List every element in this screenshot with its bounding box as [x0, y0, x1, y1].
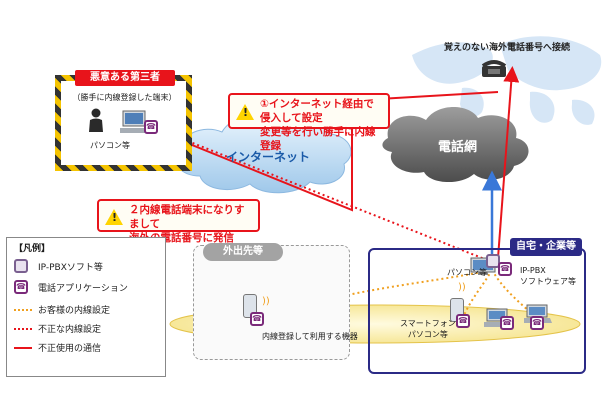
laptop-icon — [120, 110, 150, 134]
wifi-icon: )) — [262, 296, 270, 307]
phone-app-icon: ☎ — [144, 120, 158, 134]
red-arrow-icon — [14, 346, 32, 349]
legend-label: IP-PBXソフト等 — [38, 262, 103, 273]
home-office-box — [368, 248, 586, 374]
warning-icon — [236, 104, 254, 120]
pbx-software-icon — [14, 259, 28, 273]
pbx-software-icon — [486, 254, 500, 268]
malicious-pc-label: パソコン等 — [90, 141, 130, 150]
office-pc-label: パソコン等 — [447, 268, 487, 277]
phone-app-icon: ☎ — [14, 280, 28, 294]
smartphone-label-1: スマートフォン — [400, 319, 456, 328]
red-dotted-line-icon — [14, 327, 32, 330]
legend-item: 不正使用の通信 — [14, 341, 101, 354]
phone-app-icon: ☎ — [250, 312, 264, 326]
phone-network-label: 電話網 — [438, 140, 478, 155]
smartphone-label-2: パソコン等 — [407, 330, 448, 339]
home-office-label: 自宅・企業等 — [510, 238, 582, 256]
phone-app-icon: ☎ — [456, 314, 470, 328]
phone-app-icon: ☎ — [500, 316, 514, 330]
phone-app-icon: ☎ — [498, 262, 512, 276]
legend-item: 不正な内線設定 — [14, 322, 101, 335]
outside-area-box — [193, 245, 350, 360]
pbx-label-2: ソフトウェア等 — [520, 277, 576, 286]
warning-icon — [105, 209, 123, 225]
callout-1: ①インターネット経由で侵入して設定 変更等を行い勝手に内線登録 — [228, 93, 390, 152]
extension-device-label: 内線登録して利用する機器 — [262, 332, 358, 341]
world-map — [412, 36, 602, 125]
legend-label: 不正な内線設定 — [38, 325, 102, 335]
legend-label: 電話アプリケーション — [38, 283, 128, 294]
internet-label: インターネット — [226, 150, 311, 164]
callout-2: ２内線電話端末になりすまして 海外の電話番号に発信 — [97, 199, 260, 244]
orange-dotted-line-icon — [14, 308, 32, 311]
desk-phone-icon — [480, 58, 508, 78]
legend-label: 不正使用の通信 — [38, 344, 102, 354]
outside-label: 外出先等 — [203, 243, 283, 261]
callout-2-number: ２ — [129, 204, 140, 216]
legend-box — [6, 237, 166, 377]
legend-item: お客様の内線設定 — [14, 303, 110, 316]
legend-item: IP-PBXソフト等 — [14, 259, 103, 273]
malicious-party-subtitle: （勝手に内線登録した端末） — [72, 93, 177, 102]
legend-item: ☎ 電話アプリケーション — [14, 280, 128, 294]
phone-network-cloud — [382, 107, 529, 183]
callout-1-line1: インターネット経由で侵入して設定 — [260, 98, 374, 124]
phone-app-icon: ☎ — [530, 316, 544, 330]
malicious-party-box — [55, 75, 192, 171]
callout-2-line1: 内線電話端末になりすまして — [129, 204, 245, 230]
overseas-label: 覚えのない海外電話番号へ接続 — [444, 43, 571, 53]
customer-extension-lines — [261, 269, 537, 323]
pbx-label-1: IP-PBX — [520, 266, 546, 275]
legend-label: お客様の内線設定 — [38, 306, 111, 316]
legend-title: 【凡例】 — [14, 244, 51, 254]
smartphone-pc-label: スマートフォン パソコン等 — [400, 318, 456, 340]
callout-1-number: ① — [260, 98, 269, 110]
pbx-label: IP-PBX ソフトウェア等 — [520, 265, 576, 287]
person-icon — [88, 108, 104, 132]
wifi-icon: )) — [458, 282, 466, 293]
callout-1-line2: 変更等を行い勝手に内線登録 — [260, 126, 376, 152]
malicious-party-title: 悪意ある第三者 — [75, 70, 175, 86]
